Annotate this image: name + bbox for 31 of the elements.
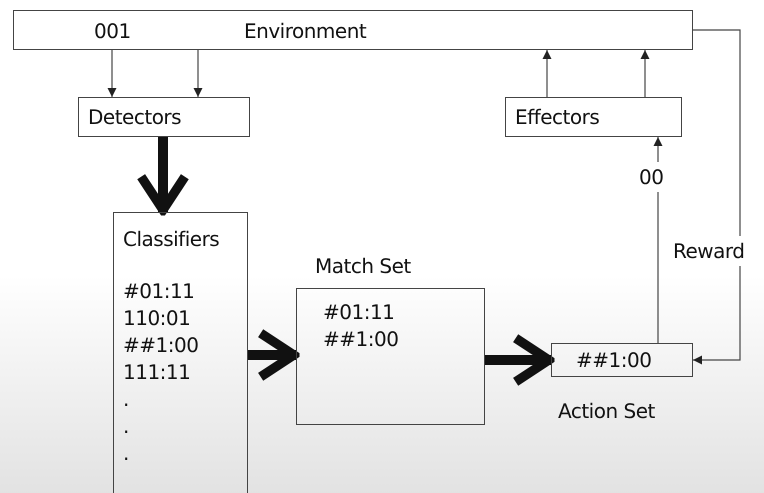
edge-label: 00	[638, 162, 664, 192]
box-title: Match Set	[315, 253, 411, 280]
box-title: Detectors	[88, 104, 182, 131]
rule-string: ##1:00	[576, 347, 652, 374]
ellipsis-dot: .	[123, 440, 129, 467]
box-title: Environment	[244, 18, 366, 45]
environment-box	[13, 10, 693, 50]
rule-string: 111:11	[123, 359, 190, 386]
rule-string: ##1:00	[323, 326, 398, 353]
process-box	[78, 97, 250, 137]
arrow	[640, 50, 650, 97]
thick-arrow	[248, 328, 299, 382]
classifier-list-box	[113, 212, 248, 493]
arrow	[194, 50, 202, 97]
thick-arrow	[485, 333, 554, 387]
rule-string: ##1:00	[123, 332, 198, 359]
arrow	[108, 50, 116, 97]
set-caption: Action Set	[558, 398, 655, 425]
rule-string: #01:11	[323, 299, 394, 326]
edge-label: Reward	[672, 236, 746, 266]
thick-arrow	[136, 137, 190, 215]
rule-string: 110:01	[123, 305, 190, 332]
ellipsis-dot: .	[123, 386, 129, 413]
arrow	[542, 50, 552, 97]
rule-string: #01:11	[123, 278, 194, 305]
box-title: Effectors	[515, 104, 600, 131]
arrow	[693, 29, 741, 364]
box-title: Classifiers	[123, 226, 220, 253]
ellipsis-dot: .	[123, 413, 129, 440]
process-box	[505, 97, 682, 137]
signal-code: 001	[94, 18, 131, 45]
